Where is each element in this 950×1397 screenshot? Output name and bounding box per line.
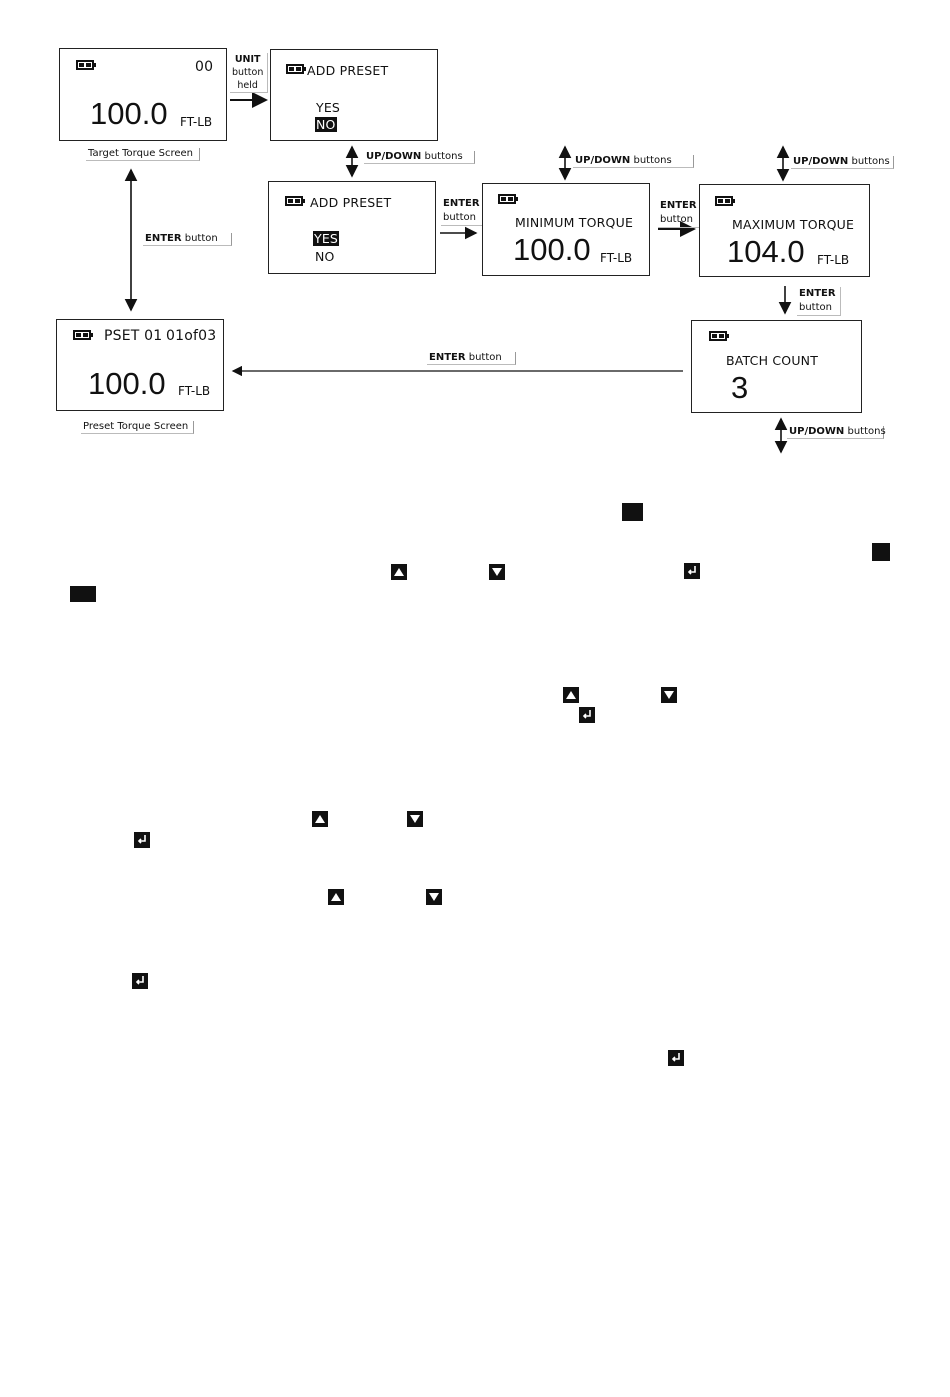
black-square-glyph xyxy=(622,503,643,521)
enter-label-2: ENTER button xyxy=(658,199,702,228)
enter-label-bottom: ENTER button xyxy=(427,352,516,365)
add-preset-title: ADD PRESET xyxy=(310,195,392,210)
batch-count-value: 3 xyxy=(731,370,749,405)
updown-label-2: UP/DOWN buttons xyxy=(573,155,694,168)
battery-icon xyxy=(715,196,735,206)
black-square-glyph xyxy=(70,586,96,602)
option-no-selected: NO xyxy=(315,117,337,132)
enter-label-1: ENTER button xyxy=(441,197,485,226)
enter-key-icon xyxy=(579,707,595,723)
updown-label-1: UP/DOWN buttons xyxy=(364,151,475,164)
target-torque-value: 100.0 xyxy=(90,96,168,131)
battery-icon xyxy=(76,60,96,70)
battery-icon xyxy=(498,194,518,204)
batch-count-screen: BATCH COUNT 3 xyxy=(691,320,862,413)
up-arrow-icon xyxy=(312,811,328,827)
target-torque-unit: FT-LB xyxy=(180,115,213,129)
add-preset-yes-screen: ADD PRESET YES NO xyxy=(268,181,436,274)
unit-held-l3: held xyxy=(237,80,258,91)
preset-screen-caption: Preset Torque Screen xyxy=(81,421,194,434)
up-arrow-icon xyxy=(328,889,344,905)
battery-icon xyxy=(73,330,93,340)
battery-icon xyxy=(285,196,305,206)
preset-torque-value: 100.0 xyxy=(88,366,166,401)
preset-torque-unit: FT-LB xyxy=(178,384,211,398)
up-arrow-icon xyxy=(563,687,579,703)
down-arrow-icon xyxy=(426,889,442,905)
min-torque-title: MINIMUM TORQUE xyxy=(515,215,634,230)
option-yes-selected: YES xyxy=(313,231,340,246)
add-preset-title: ADD PRESET xyxy=(307,63,389,78)
enter-key-icon xyxy=(134,832,150,848)
preset-name: PSET 01 xyxy=(104,328,163,344)
down-arrow-icon xyxy=(489,564,505,580)
max-torque-value: 104.0 xyxy=(727,234,805,269)
min-torque-unit: FT-LB xyxy=(600,251,633,265)
max-torque-title: MAXIMUM TORQUE xyxy=(732,217,855,232)
target-torque-screen: 00 100.0 FT-LB xyxy=(59,48,227,141)
enter-key-icon xyxy=(132,973,148,989)
enter-key-icon xyxy=(684,563,700,579)
option-no: NO xyxy=(315,249,335,264)
max-torque-unit: FT-LB xyxy=(817,253,850,267)
maximum-torque-screen: MAXIMUM TORQUE 104.0 FT-LB xyxy=(699,184,870,277)
target-code: 00 xyxy=(195,59,214,75)
battery-icon xyxy=(709,331,729,341)
minimum-torque-screen: MINIMUM TORQUE 100.0 FT-LB xyxy=(482,183,650,276)
batch-count-title: BATCH COUNT xyxy=(726,353,819,368)
preset-torque-screen: PSET 01 01of03 100.0 FT-LB xyxy=(56,319,224,411)
down-arrow-icon xyxy=(661,687,677,703)
unit-held-l2: button xyxy=(232,67,264,78)
up-arrow-icon xyxy=(391,564,407,580)
updown-label-3: UP/DOWN buttons xyxy=(791,156,894,169)
black-square-glyph xyxy=(872,543,890,561)
option-yes: YES xyxy=(316,100,341,115)
enter-label-left: ENTER button xyxy=(143,233,232,246)
enter-label-3: ENTER button xyxy=(797,287,841,316)
unit-held-label: UNIT button held xyxy=(230,53,269,93)
unit-held-l1: UNIT xyxy=(234,54,261,65)
down-arrow-icon xyxy=(407,811,423,827)
updown-label-4: UP/DOWN buttons xyxy=(787,426,886,439)
preset-index: 01of03 xyxy=(166,328,217,344)
target-screen-caption: Target Torque Screen xyxy=(86,148,200,161)
min-torque-value: 100.0 xyxy=(513,232,591,267)
add-preset-no-screen: ADD PRESET YES NO xyxy=(270,49,438,141)
flow-arrows xyxy=(124,92,792,454)
enter-key-icon xyxy=(668,1050,684,1066)
battery-icon xyxy=(286,64,306,74)
